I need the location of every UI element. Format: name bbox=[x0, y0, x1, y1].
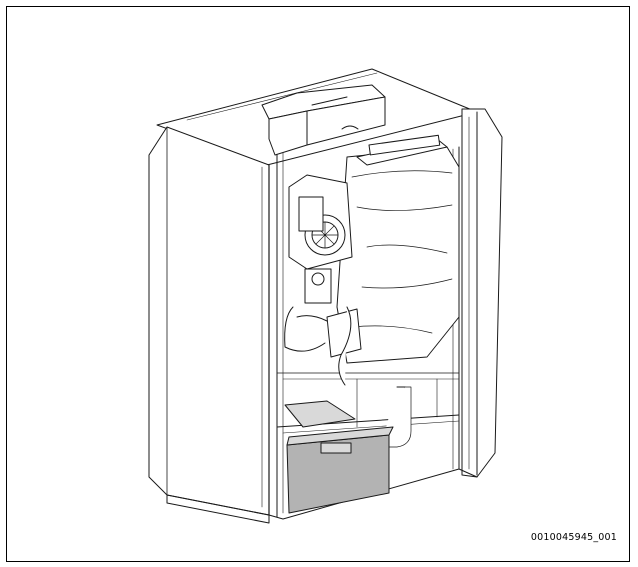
boiler-illustration bbox=[148, 68, 503, 524]
burner-fan bbox=[284, 174, 353, 352]
figure-frame: 0010045945_001 bbox=[6, 6, 630, 562]
right-side-panel bbox=[461, 108, 503, 478]
condensate-bin bbox=[286, 426, 394, 514]
heat-exchanger bbox=[336, 134, 460, 364]
drip-tray bbox=[284, 400, 356, 428]
figure-id-label: 0010045945_001 bbox=[530, 532, 617, 543]
base-plinth bbox=[166, 494, 270, 524]
control-housing bbox=[261, 84, 386, 156]
